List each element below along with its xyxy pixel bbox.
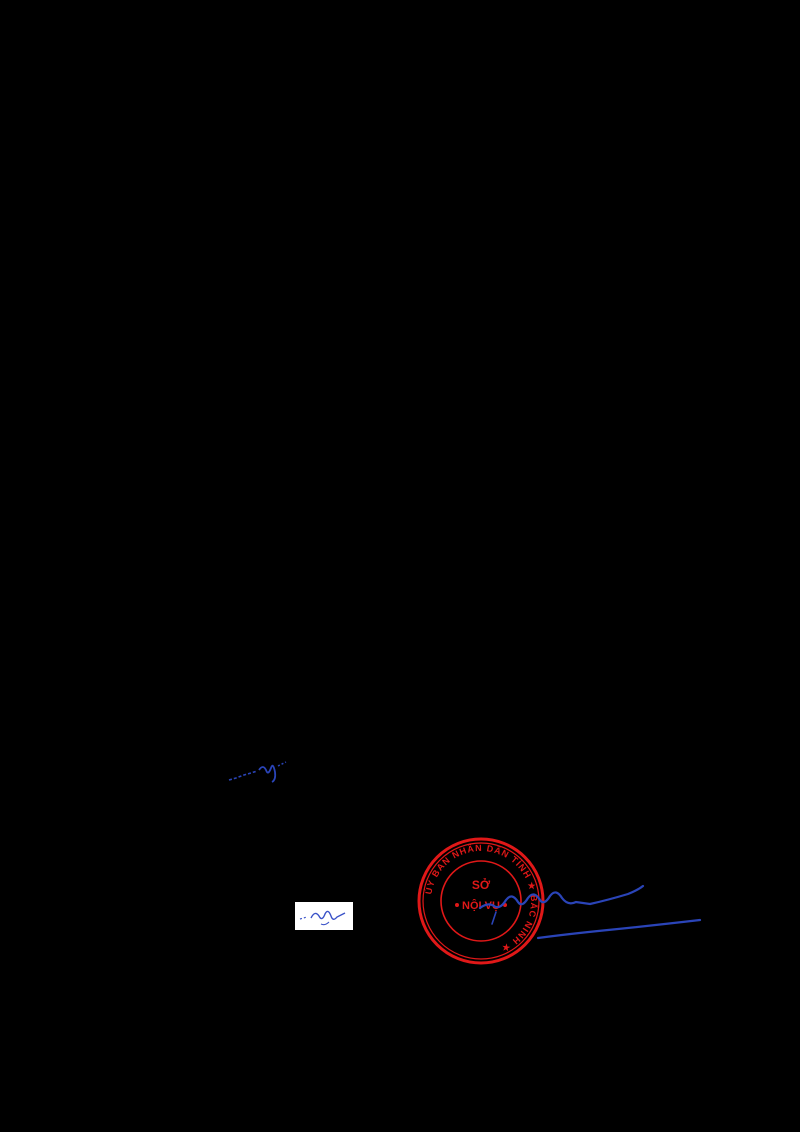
initial-signature-top bbox=[226, 752, 292, 788]
official-seal: ỦY BAN NHÂN DÂN TỈNH ★ BẮC NINH ★ SỞ NỘI… bbox=[415, 835, 547, 967]
svg-text:SỞ: SỞ bbox=[472, 877, 491, 892]
director-signature bbox=[478, 872, 703, 942]
initial-signature-box bbox=[295, 902, 353, 930]
svg-text:NỘI VỤ: NỘI VỤ bbox=[462, 899, 500, 912]
